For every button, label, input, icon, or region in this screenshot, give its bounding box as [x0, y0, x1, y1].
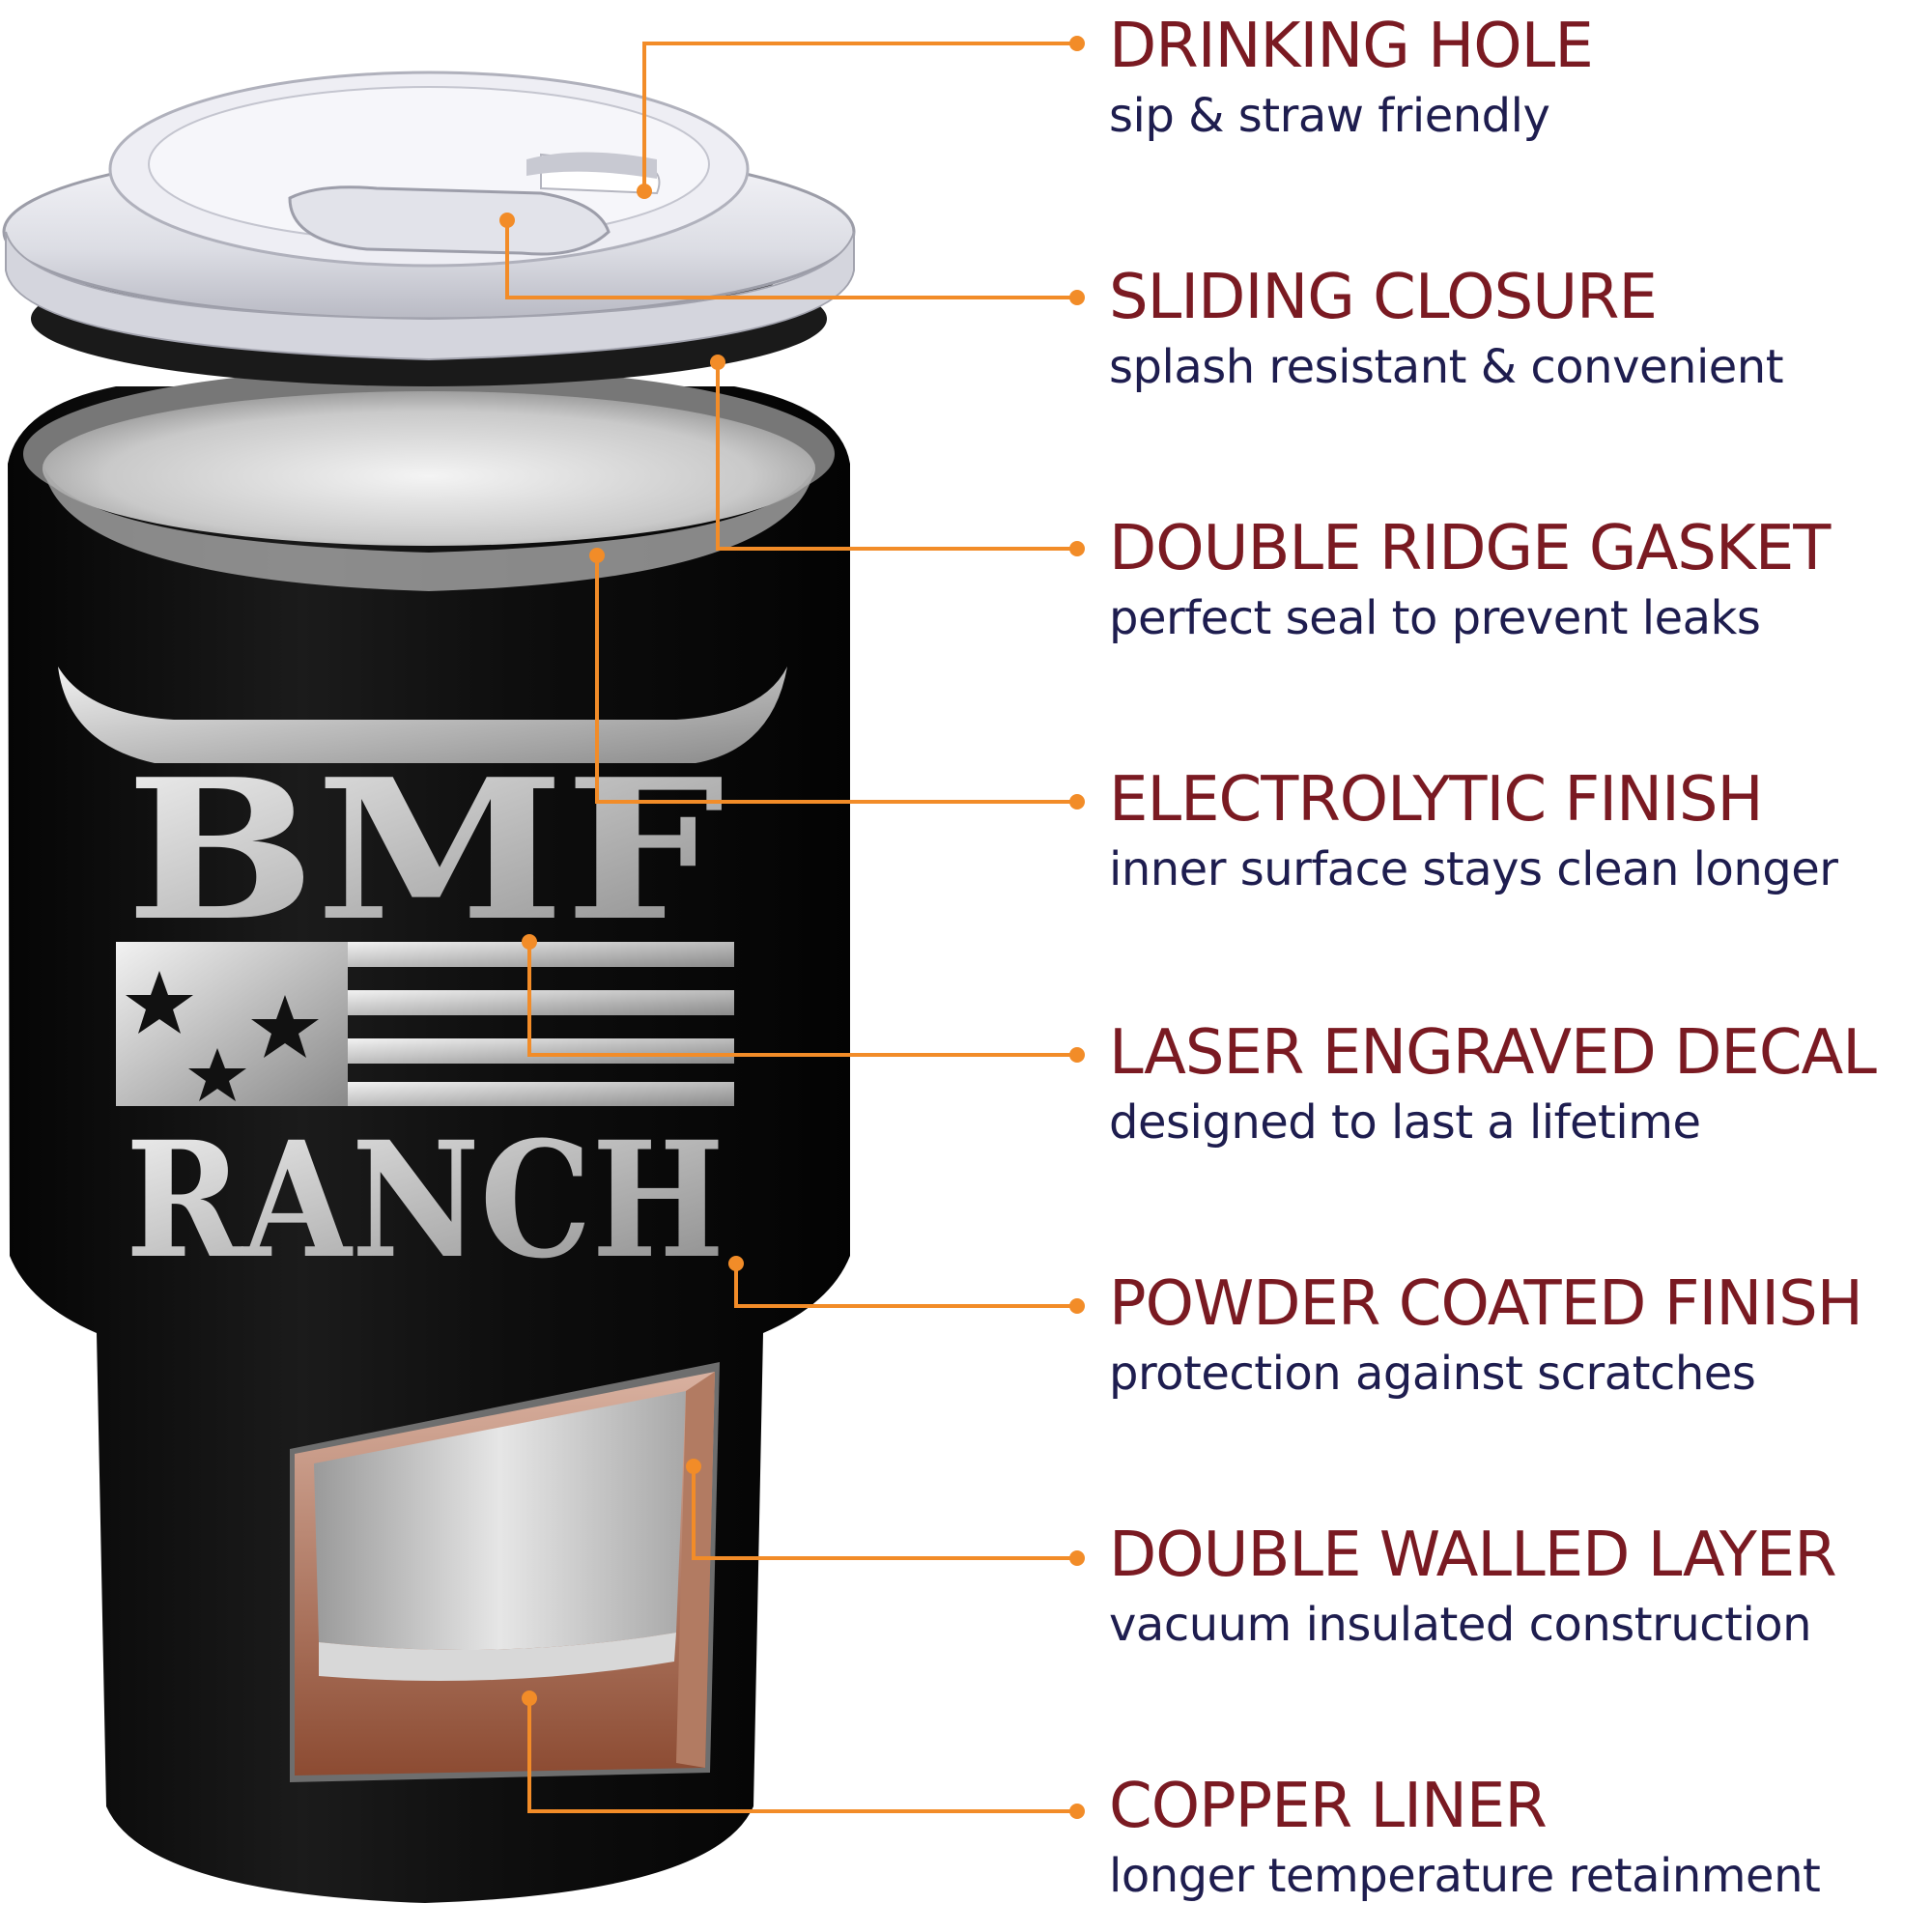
callout-dot-powder-coated-finish-end [1069, 1298, 1085, 1314]
callout-line-double-walled-layer [692, 1466, 1077, 1560]
feature-subtitle: perfect seal to prevent leaks [1109, 591, 1761, 645]
feature-sliding-closure: SLIDING CLOSURE splash resistant & conve… [1109, 261, 1920, 396]
decal-line2: RANCH [126, 1106, 724, 1293]
drinking-hole [526, 152, 657, 179]
callout-dot-laser-engraved-decal-start [522, 934, 537, 950]
callout-dot-electrolytic-finish-end [1069, 794, 1085, 810]
star-icon [251, 995, 319, 1058]
callout-dot-drinking-hole-end [1069, 36, 1085, 51]
inner-wall [314, 1391, 686, 1650]
feature-subtitle: protection against scratches [1109, 1347, 1756, 1401]
feature-subtitle: inner surface stays clean longer [1109, 842, 1838, 896]
decal-horns [58, 667, 787, 763]
feature-title: DRINKING HOLE [1109, 11, 1594, 82]
feature-subtitle: designed to last a lifetime [1109, 1095, 1701, 1150]
callout-line-powder-coated-finish [734, 1264, 1077, 1308]
feature-drinking-hole: DRINKING HOLE sip & straw friendly [1109, 10, 1920, 145]
callout-dot-copper-liner-start [522, 1690, 537, 1706]
feature-title: POWDER COATED FINISH [1109, 1268, 1863, 1340]
feature-powder-coated-finish: POWDER COATED FINISH protection against … [1109, 1267, 1920, 1403]
feature-copper-liner: COPPER LINER longer temperature retainme… [1109, 1770, 1920, 1905]
callout-dot-double-walled-layer-start [686, 1459, 701, 1474]
callout-dot-drinking-hole-start [637, 184, 652, 199]
feature-title: SLIDING CLOSURE [1109, 262, 1658, 333]
callout-dot-sliding-closure-start [499, 213, 515, 228]
callout-dot-sliding-closure-end [1069, 290, 1085, 305]
feature-title: DOUBLE WALLED LAYER [1109, 1520, 1837, 1591]
feature-subtitle: splash resistant & convenient [1109, 340, 1784, 394]
star-icon [188, 1048, 246, 1101]
feature-subtitle: longer temperature retainment [1109, 1849, 1821, 1903]
sliding-closure [288, 185, 611, 256]
callout-dot-copper-liner-end [1069, 1804, 1085, 1819]
feature-subtitle: vacuum insulated construction [1109, 1598, 1812, 1652]
decal-flag [116, 942, 734, 1106]
star-icon [126, 971, 193, 1034]
callout-dot-laser-engraved-decal-end [1069, 1047, 1085, 1063]
lid-side [5, 231, 855, 361]
callout-lines [499, 36, 1085, 1819]
feature-double-ridge-gasket: DOUBLE RIDGE GASKET perfect seal to prev… [1109, 512, 1920, 647]
callout-line-electrolytic-finish [595, 555, 1077, 804]
callout-line-laser-engraved-decal [527, 942, 1077, 1057]
feature-title: ELECTROLYTIC FINISH [1109, 764, 1764, 836]
feature-subtitle: sip & straw friendly [1109, 89, 1550, 143]
callout-line-copper-liner [527, 1698, 1077, 1813]
decal-line1: BMF [126, 737, 724, 964]
feature-title: COPPER LINER [1109, 1771, 1548, 1842]
callout-dot-powder-coated-finish-start [728, 1256, 744, 1271]
callout-line-double-ridge-gasket [716, 362, 1077, 551]
callout-dot-double-walled-layer-end [1069, 1550, 1085, 1566]
callout-line-drinking-hole [642, 42, 1077, 191]
cutaway-window [290, 1362, 720, 1782]
callout-dot-double-ridge-gasket-start [710, 355, 725, 370]
tumbler-interior [43, 391, 815, 546]
feature-laser-engraved-decal: LASER ENGRAVED DECAL designed to last a … [1109, 1016, 1920, 1151]
feature-electrolytic-finish: ELECTROLYTIC FINISH inner surface stays … [1109, 763, 1920, 898]
callout-line-sliding-closure [505, 220, 1077, 299]
callout-dot-double-ridge-gasket-end [1069, 541, 1085, 556]
feature-title: DOUBLE RIDGE GASKET [1109, 513, 1831, 584]
feature-double-walled-layer: DOUBLE WALLED LAYER vacuum insulated con… [1109, 1519, 1920, 1654]
callout-dot-electrolytic-finish-start [589, 548, 605, 563]
feature-title: LASER ENGRAVED DECAL [1109, 1017, 1877, 1089]
